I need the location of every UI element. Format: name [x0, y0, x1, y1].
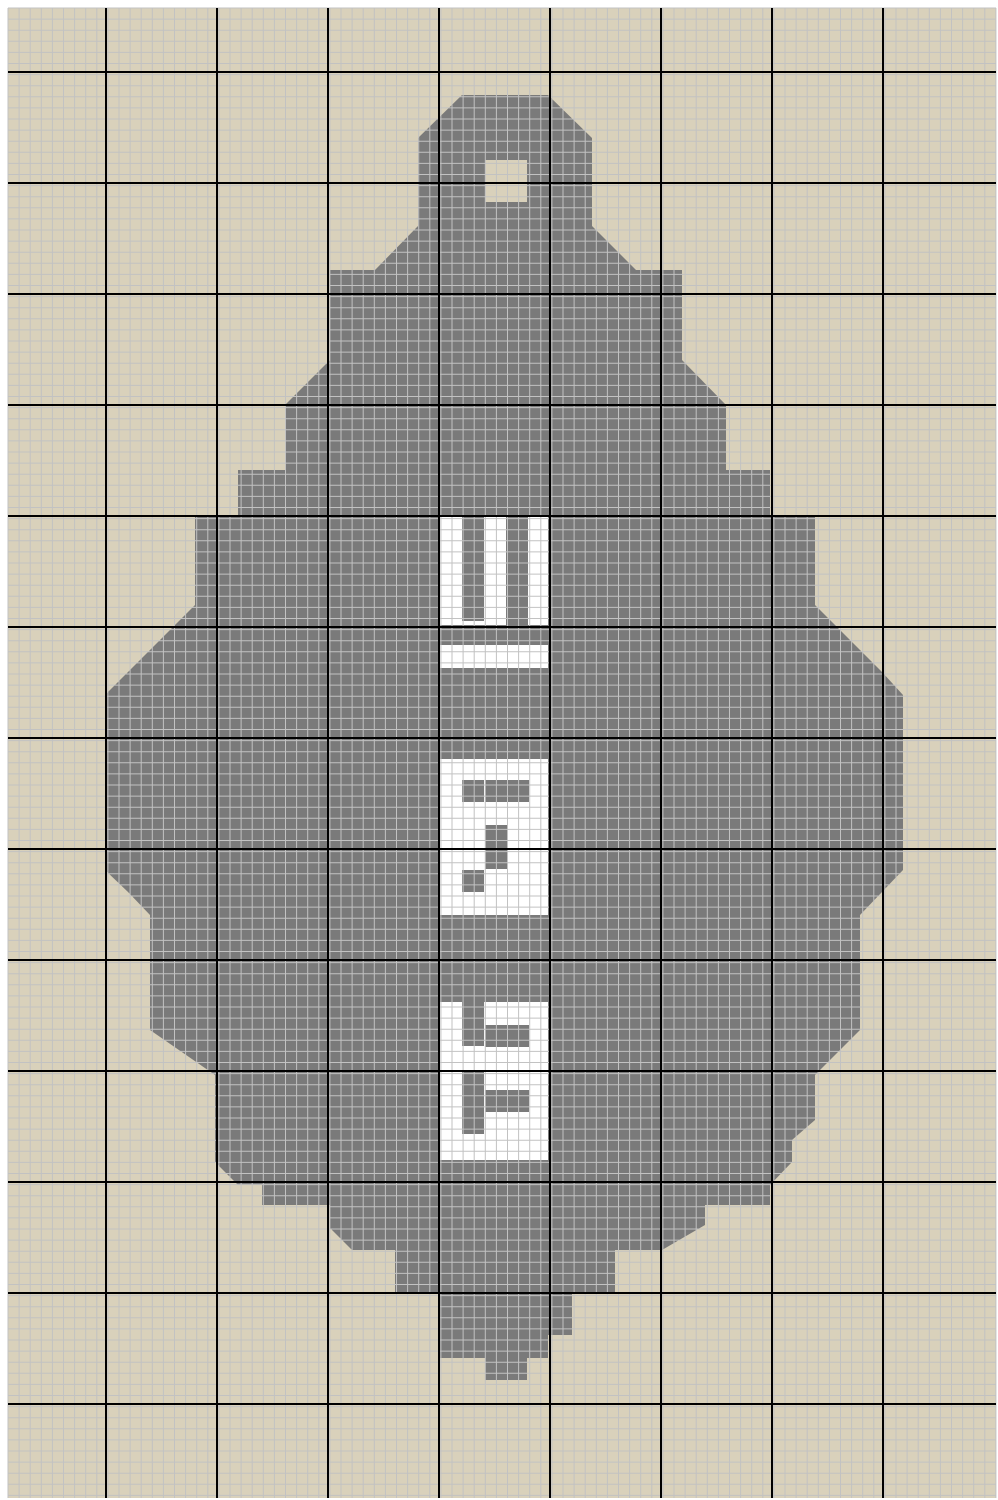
window-detail [548, 493, 570, 668]
window-detail [462, 780, 484, 802]
window-detail [462, 537, 484, 579]
window-detail [462, 1112, 484, 1134]
window-detail [548, 737, 570, 915]
hanging-loop-hole [485, 160, 527, 202]
window-detail [462, 1002, 484, 1046]
